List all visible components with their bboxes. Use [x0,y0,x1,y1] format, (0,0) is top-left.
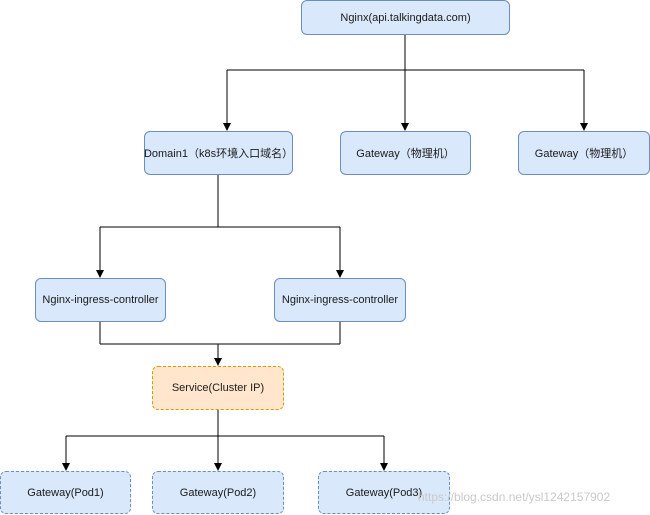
node-nginx: Nginx(api.talkingdata.com) [301,0,510,35]
node-domain1: Domain1（k8s环境入口域名） [144,131,293,175]
node-service-cluster-ip: Service(Cluster IP) [152,366,284,410]
node-gateway-pod2: Gateway(Pod2) [152,471,284,514]
node-gateway-physical-1: Gateway（物理机） [340,131,471,175]
node-gateway-pod1: Gateway(Pod1) [0,471,131,514]
node-gateway-physical-2: Gateway（物理机） [518,131,650,175]
node-ingress-controller-1: Nginx-ingress-controller [35,278,166,322]
node-ingress-controller-2: Nginx-ingress-controller [274,278,406,322]
watermark-text: https://blog.csdn.net/ysl1242157902 [418,490,611,504]
node-gateway-pod3: Gateway(Pod3) [318,471,450,514]
